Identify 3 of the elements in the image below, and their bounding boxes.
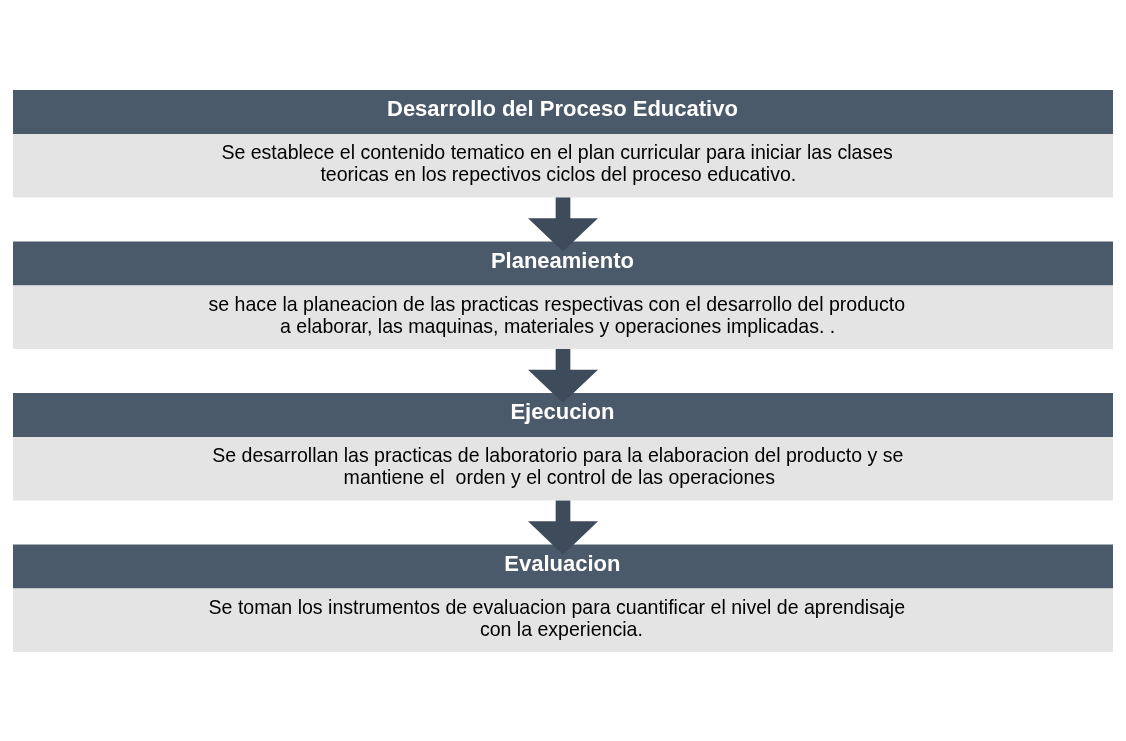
arrow [528,196,598,252]
arrow [528,348,598,403]
arrow [528,500,598,555]
